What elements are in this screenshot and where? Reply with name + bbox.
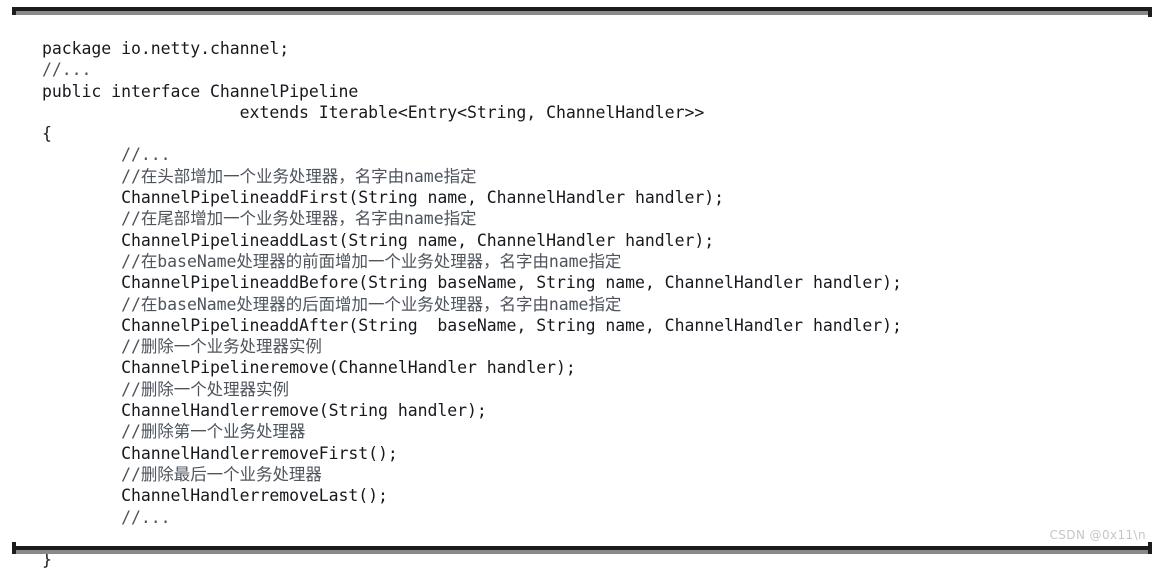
csdn-watermark: CSDN @0x11\n: [1049, 528, 1146, 542]
top-border-right-cap: [1148, 7, 1152, 17]
code-line: //删除最后一个业务处理器: [42, 464, 322, 484]
bottom-border-rule-shadow: [16, 550, 1152, 554]
code-line: ChannelHandlerremoveLast();: [42, 486, 388, 506]
code-line: //在baseName处理器的前面增加一个业务处理器，名字由name指定: [42, 251, 622, 271]
code-line: ChannelPipelineaddBefore(String baseName…: [42, 273, 902, 293]
code-line: //删除一个业务处理器实例: [42, 337, 322, 357]
code-line: ChannelPipelineaddLast(String name, Chan…: [42, 230, 715, 250]
code-line: //...: [42, 145, 171, 165]
code-line: //在头部增加一个业务处理器，名字由name指定: [42, 166, 477, 186]
code-line: //...: [42, 60, 92, 80]
code-line: public interface ChannelPipeline: [42, 81, 359, 101]
code-line: ChannelHandlerremove(String handler);: [42, 401, 487, 421]
top-border-left-cap: [12, 7, 16, 15]
bottom-border-rule: [12, 546, 1148, 550]
bottom-border-left-cap: [12, 542, 16, 554]
code-line: ChannelHandlerremoveFirst();: [42, 443, 398, 463]
code-line: ChannelPipelineremove(ChannelHandler han…: [42, 358, 576, 378]
code-line: package io.netty.channel;: [42, 39, 290, 58]
code-listing: package io.netty.channel;//...public int…: [42, 38, 1132, 570]
code-line: {: [42, 124, 52, 144]
code-line: //删除第一个业务处理器: [42, 422, 306, 442]
bottom-border-right-cap: [1148, 542, 1152, 554]
code-line: ChannelPipelineaddFirst(String name, Cha…: [42, 188, 724, 208]
top-border-rule: [12, 7, 1148, 11]
code-line: //在baseName处理器的后面增加一个业务处理器，名字由name指定: [42, 294, 622, 314]
code-line: //在尾部增加一个业务处理器，名字由name指定: [42, 209, 477, 229]
code-line: //...: [42, 507, 171, 527]
code-line: //删除一个处理器实例: [42, 379, 289, 399]
top-border-rule-shadow: [16, 11, 1152, 15]
code-line: ChannelPipelineaddAfter(String baseName,…: [42, 315, 902, 335]
code-line: extends Iterable<Entry<String, ChannelHa…: [42, 102, 705, 122]
